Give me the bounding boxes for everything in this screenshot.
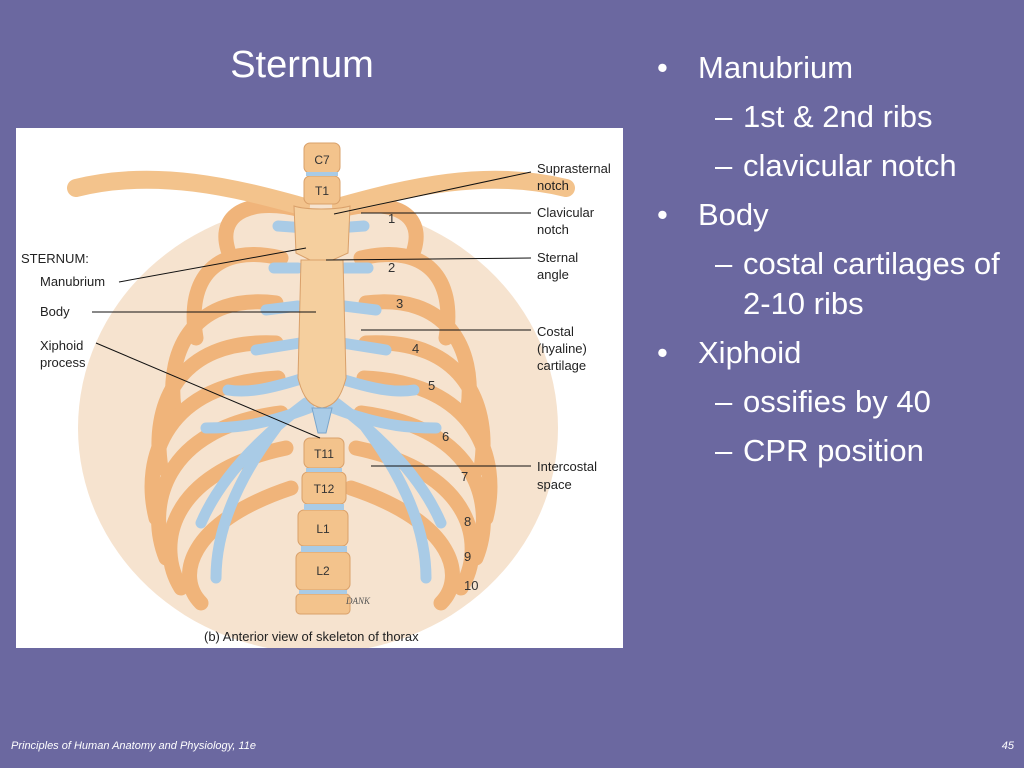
right-ribs — [333, 198, 498, 611]
footer-source: Principles of Human Anatomy and Physiolo… — [11, 740, 256, 752]
rib-right-5 — [356, 370, 498, 526]
rib-number-5: 5 — [428, 378, 435, 393]
sub-bullet: costal cartilages of 2-10 ribs — [698, 244, 1010, 324]
cartilage-left-5 — [222, 372, 310, 397]
sub-bullet: ossifies by 40 — [698, 382, 1010, 422]
bullet-text: Body — [698, 197, 769, 232]
thorax-diagram: C7 T1 T11 T12 L1 L2 1 2 3 4 5 6 7 8 9 10… — [21, 142, 611, 648]
cartilage-right-lower — [360, 422, 432, 584]
bullet-manubrium: Manubrium 1st & 2nd ribs clavicular notc… — [655, 48, 1010, 186]
thorax-figure: C7 T1 T11 T12 L1 L2 1 2 3 4 5 6 7 8 9 10… — [16, 128, 623, 648]
vertebra-label-c7: C7 — [314, 153, 330, 167]
sub-list: ossifies by 40 CPR position — [698, 382, 1010, 471]
rib-number-4: 4 — [412, 341, 419, 356]
sub-bullet: 1st & 2nd ribs — [698, 97, 1010, 137]
artist-signature: DANK — [345, 596, 371, 606]
label-suprasternal-1: Suprasternal — [537, 161, 611, 176]
rib-number-1: 1 — [388, 211, 395, 226]
rib-number-3: 3 — [396, 296, 403, 311]
right-clavicle — [332, 170, 575, 215]
bullet-body: Body costal cartilages of 2-10 ribs — [655, 195, 1010, 324]
label-suprasternal-2: notch — [537, 178, 569, 193]
label-costal-3: cartilage — [537, 358, 586, 373]
bullet-text: Xiphoid — [698, 335, 802, 370]
cartilage-left-7-10 — [195, 397, 312, 529]
label-intercostal-1: Intercostal — [537, 459, 597, 474]
sternum-body-shape — [297, 259, 347, 409]
rib-number-9: 9 — [464, 549, 471, 564]
page-number: 45 — [1001, 740, 1014, 752]
vertebra-label-t11: T11 — [314, 447, 334, 461]
label-sternum: STERNUM: — [21, 251, 89, 266]
cartilage-right-5 — [332, 372, 420, 397]
slide-title: Sternum — [230, 44, 374, 86]
rib-number-6: 6 — [442, 429, 449, 444]
leader-lines — [92, 171, 532, 467]
vertebra-label-l1: L1 — [316, 522, 330, 536]
rib-left-8 — [182, 480, 299, 611]
vertebra-label-t1: T1 — [315, 184, 329, 198]
leader-suprasternal — [333, 171, 532, 215]
cartilage-left-4 — [250, 337, 306, 356]
cartilage-right-4 — [336, 337, 392, 356]
figure-caption: (b) Anterior view of skeleton of thorax — [204, 629, 419, 644]
cartilage-left-3 — [260, 300, 304, 316]
label-clavicular-1: Clavicular — [537, 205, 595, 220]
rib-number-10: 10 — [464, 578, 478, 593]
sub-list: costal cartilages of 2-10 ribs — [698, 244, 1010, 324]
label-costal-1: Costal — [537, 324, 574, 339]
rib-right-8 — [343, 480, 460, 611]
sternum — [293, 205, 351, 434]
rib-number-7: 7 — [461, 469, 468, 484]
sub-bullet: CPR position — [698, 431, 1010, 471]
leader-manubrium — [118, 247, 307, 283]
sub-bullet: clavicular notch — [698, 146, 1010, 186]
rib-number-2: 2 — [388, 260, 395, 275]
bullet-list: Manubrium 1st & 2nd ribs clavicular notc… — [655, 48, 1010, 480]
rib-number-8: 8 — [464, 514, 471, 529]
vertebral-column — [295, 142, 351, 615]
left-ribs — [144, 198, 309, 611]
rib-left-5 — [144, 370, 286, 526]
cartilage-left-lower — [210, 422, 282, 584]
vertebra-label-l2: L2 — [316, 564, 330, 578]
xiphoid-shape — [311, 407, 333, 434]
cartilage-right-7-10 — [330, 397, 447, 529]
sub-list: 1st & 2nd ribs clavicular notch — [698, 97, 1010, 186]
label-clavicular-2: notch — [537, 222, 569, 237]
label-intercostal-2: space — [537, 477, 572, 492]
label-xiphoid-2: process — [40, 355, 86, 370]
cartilage-right-3 — [338, 300, 382, 316]
manubrium-shape — [293, 205, 351, 264]
bullet-text: Manubrium — [698, 50, 854, 85]
label-manubrium: Manubrium — [40, 274, 105, 289]
vertebra-label-t12: T12 — [314, 482, 335, 496]
leader-xiphoid — [95, 342, 321, 439]
left-clavicle — [67, 170, 310, 215]
leader-sternal-angle — [325, 257, 532, 261]
costal-cartilages — [195, 220, 447, 584]
label-sternal-2: angle — [537, 267, 569, 282]
label-xiphoid-1: Xiphoid — [40, 338, 83, 353]
label-body: Body — [40, 304, 70, 319]
label-costal-2: (hyaline) — [537, 341, 587, 356]
bullet-xiphoid: Xiphoid ossifies by 40 CPR position — [655, 333, 1010, 471]
label-sternal-1: Sternal — [537, 250, 578, 265]
